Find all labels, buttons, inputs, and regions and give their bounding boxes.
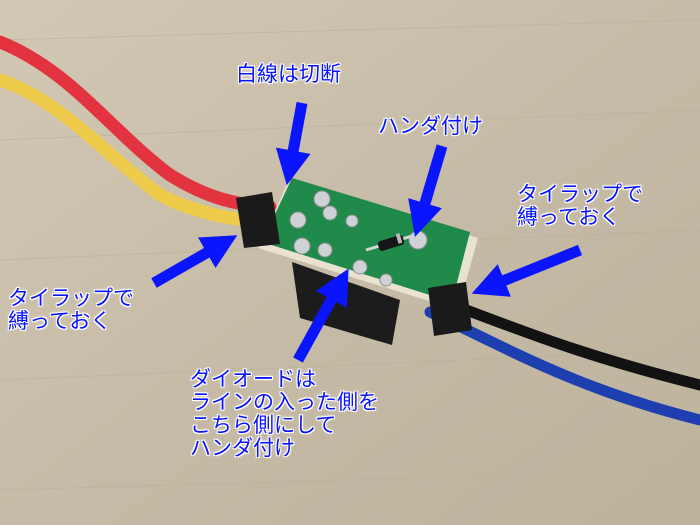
- cable-tie-right: [428, 282, 472, 336]
- label-tie-wrap-right: タイラップで 縛っておく: [517, 182, 643, 229]
- label-white-wire-cut: 白線は切断: [236, 62, 341, 86]
- yellow-wire: [0, 73, 275, 229]
- solder-pads: [289, 190, 428, 287]
- arrow-diode-note: [293, 268, 349, 363]
- label-solder-top: ハンダ付け: [378, 114, 483, 138]
- label-tie-wrap-left: タイラップで 縛っておく: [8, 286, 134, 333]
- cable-tie-left: [236, 192, 280, 248]
- arrow-tie-wrap-left: [151, 235, 238, 288]
- black-wire: [434, 294, 700, 391]
- pcb-board: [262, 178, 470, 302]
- arrow-tie-wrap-right: [471, 244, 583, 297]
- arrow-white-wire-cut: [275, 102, 311, 186]
- diode: [365, 233, 413, 252]
- label-diode-note: ダイオードは ラインの入った側を こちら側にして ハンダ付け: [190, 367, 379, 460]
- arrow-solder-top: [408, 144, 448, 237]
